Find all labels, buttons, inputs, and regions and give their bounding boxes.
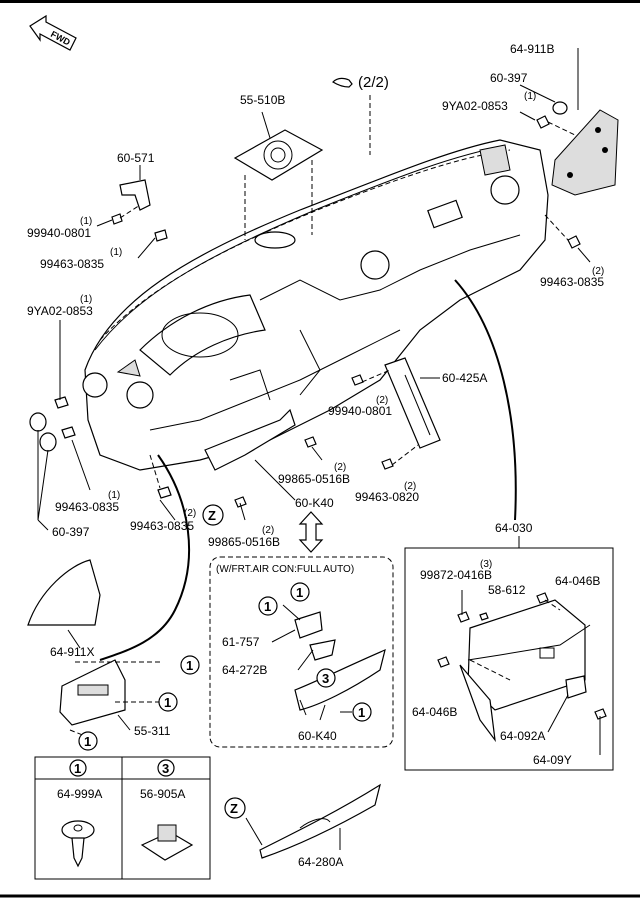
side-cover-right <box>551 48 619 196</box>
legend-col1-part: 64-999A <box>57 787 102 801</box>
callout-60-397-left: 60-397 <box>52 525 90 539</box>
qty-1-d: (1) <box>80 294 92 305</box>
callout-64-092A: 64-092A <box>500 729 545 743</box>
callout-9YA02-0853-left: 9YA02-0853 <box>27 304 93 318</box>
callout-64-280A: 64-280A <box>298 855 343 869</box>
qty-3-a: (3) <box>480 559 492 570</box>
clip-64-999A-icon <box>61 820 95 868</box>
inset-box: (W/FRT.AIR CON:FULL AUTO) 1 1 3 1 <box>209 556 394 748</box>
qty-1-e: (1) <box>108 490 120 501</box>
ref-z-mid-label: Z <box>208 508 216 523</box>
qty-2-e: (2) <box>184 508 196 519</box>
clip-56-905A-icon <box>140 824 194 861</box>
ref-1-a: 1 <box>186 658 193 673</box>
svg-text:1: 1 <box>264 599 271 614</box>
speaker-grille-part <box>233 111 324 249</box>
swap-arrow-icon <box>298 511 324 553</box>
callout-labels: 64-911B 60-397 (1) 9YA02-0853 55-510B 60… <box>27 42 604 869</box>
svg-text:1: 1 <box>296 585 303 600</box>
callout-64-911B: 64-911B <box>510 42 554 56</box>
bracket-60-571 <box>119 165 151 211</box>
callout-60-571: 60-571 <box>117 151 155 165</box>
left-fasteners <box>29 204 176 531</box>
callout-58-612: 58-612 <box>488 583 526 597</box>
side-cover-left <box>27 559 101 649</box>
callout-61-757: 61-757 <box>222 635 260 649</box>
glovebox-box <box>404 536 614 771</box>
bracket-60-K40-upper <box>204 408 323 521</box>
callout-64-911X: 64-911X <box>50 645 94 659</box>
callout-64-030: 64-030 <box>495 521 533 535</box>
leader-curve-left <box>99 454 190 661</box>
leader-curve-right <box>454 279 517 521</box>
callout-99463-0835-low: 99463-0835 <box>130 519 194 533</box>
callout-64-046B-low: 64-046B <box>412 705 457 719</box>
callout-64-046B-top: 64-046B <box>555 574 600 588</box>
callout-99463-0820: 99463-0820 <box>355 490 419 504</box>
fwd-arrow-icon: FWD <box>29 14 77 51</box>
callout-60-425A: 60-425A <box>442 371 487 385</box>
callout-60-K40-box: 60-K40 <box>298 729 337 743</box>
ref-z-low-label: Z <box>230 801 238 816</box>
callout-64-09Y: 64-09Y <box>533 753 572 767</box>
callout-99865-0516B-mid: 99865-0516B <box>278 472 350 486</box>
callout-99940-0801-left: 99940-0801 <box>27 226 91 240</box>
callout-99463-0835-upper: 99463-0835 <box>40 257 104 271</box>
callout-55-311: 55-311 <box>134 724 171 738</box>
screw-right <box>544 214 591 263</box>
legend-col2-part: 56-905A <box>140 787 185 801</box>
continuation-marker: (2/2) <box>332 74 389 155</box>
trim-64-280A <box>245 783 381 859</box>
callout-60-K40-top: 60-K40 <box>295 496 334 510</box>
qty-2-f: (2) <box>262 525 274 536</box>
qty-1-a: (1) <box>524 91 536 102</box>
inset-box-title: (W/FRT.AIR CON:FULL AUTO) <box>216 564 354 575</box>
qty-1-b: (1) <box>80 216 92 227</box>
instrument-panel <box>82 139 549 471</box>
lower-panel-55-311: 1 1 1 <box>59 655 200 751</box>
callout-99872-0416B: 99872-0416B <box>420 568 492 582</box>
ref-1-b: 1 <box>164 695 171 710</box>
legend-col1-marker: 1 <box>74 761 81 776</box>
callout-60-397-top: 60-397 <box>490 71 528 85</box>
qty-2-a: (2) <box>592 266 604 277</box>
callout-64-272B: 64-272B <box>222 663 267 677</box>
svg-text:1: 1 <box>358 705 365 720</box>
callout-99865-0516B-low: 99865-0516B <box>208 535 280 549</box>
hand-pointer-icon <box>332 77 353 88</box>
ref-marker-z-low: Z <box>224 797 246 819</box>
qty-2-c: (2) <box>334 462 346 473</box>
callout-99463-0835-lowleft: 99463-0835 <box>55 500 119 514</box>
qty-1-c: (1) <box>110 247 122 258</box>
callout-99463-0835-right: 99463-0835 <box>540 275 604 289</box>
legend-col2-marker: 3 <box>162 761 169 776</box>
ref-marker-z-mid: Z <box>202 504 224 526</box>
ref-1-c: 1 <box>84 734 91 749</box>
qty-2-b: (2) <box>376 395 388 406</box>
brace-60-425A <box>351 357 441 470</box>
legend-table: 1 3 64-999A 56-905A <box>34 756 211 880</box>
callout-99940-0801-mid: 99940-0801 <box>328 404 392 418</box>
qty-2-d: (2) <box>404 481 416 492</box>
callout-9YA02-0853-top: 9YA02-0853 <box>442 99 508 113</box>
continuation-label: (2/2) <box>358 74 389 91</box>
fasteners-top-right <box>519 84 576 136</box>
svg-text:3: 3 <box>322 671 329 686</box>
callout-55-510B: 55-510B <box>240 93 285 107</box>
